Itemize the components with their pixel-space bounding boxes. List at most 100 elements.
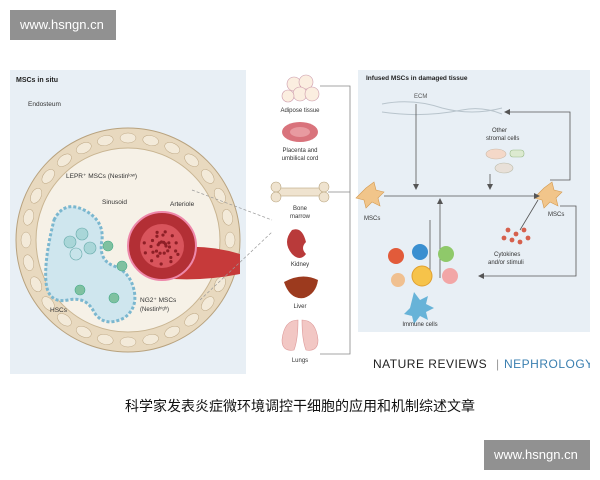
cytokines-label2: and/or stimuli bbox=[488, 260, 524, 266]
blood-cell bbox=[159, 262, 163, 266]
brand-nature: NATURE REVIEWS bbox=[373, 357, 487, 371]
caption: 科学家发表炎症微环境调控干细胞的应用和机制综述文章 bbox=[125, 399, 475, 415]
blood-cell bbox=[166, 249, 170, 253]
liver-icon bbox=[284, 276, 318, 299]
other-stromal-label: Other bbox=[492, 128, 507, 134]
blood-cell bbox=[150, 238, 155, 243]
stromal-cell-icon bbox=[509, 149, 525, 158]
bone-cell bbox=[97, 135, 114, 146]
source-label: umbilical cord bbox=[282, 156, 319, 162]
blood-cell bbox=[158, 251, 162, 255]
sinusoid-label: Sinusoid bbox=[102, 199, 127, 206]
left-panel-title: MSCs in situ bbox=[16, 77, 58, 84]
figure: MSCs in situ Endosteum Sinusoid LEPR⁺ MS… bbox=[10, 70, 590, 374]
immune-cells-label: Immune cells bbox=[402, 322, 437, 328]
arteriole-label: Arteriole bbox=[170, 201, 195, 208]
bone-icon bbox=[270, 181, 330, 203]
source-label: Kidney bbox=[291, 262, 309, 268]
blood-cell bbox=[169, 260, 173, 264]
bone-cell bbox=[20, 231, 32, 249]
stromal-cell-icon bbox=[485, 148, 507, 160]
right-panel-title: Infused MSCs in damaged tissue bbox=[366, 75, 468, 82]
cytokine-dots bbox=[501, 227, 531, 245]
mscs-right-label: MSCs bbox=[548, 212, 564, 218]
blood-cell bbox=[149, 244, 153, 249]
source-label: Bone bbox=[293, 206, 308, 212]
nestinhigh-label: (Nestinʰⁱᵍʰ) bbox=[140, 305, 169, 313]
bone-cell bbox=[57, 153, 72, 167]
source-label: Liver bbox=[293, 304, 306, 310]
watermark-bottom: www.hsngn.cn bbox=[484, 440, 590, 470]
bone-cell bbox=[201, 296, 215, 311]
msc-left-icon bbox=[355, 181, 385, 209]
other-stromal-label2: stromal cells bbox=[486, 136, 519, 142]
hscs-label: HSCs bbox=[50, 307, 68, 314]
cytokines-label: Cytokines bbox=[494, 252, 520, 258]
blood-cell bbox=[142, 241, 146, 245]
source-label: Adipose tissue bbox=[280, 108, 320, 114]
cytokine-dot bbox=[521, 227, 527, 233]
blood-cell bbox=[155, 230, 159, 234]
endosteum-label: Endosteum bbox=[28, 101, 61, 108]
bone-cell bbox=[41, 169, 55, 184]
bone-cell bbox=[23, 254, 34, 271]
bone-cell bbox=[75, 142, 92, 155]
cytokine-dot bbox=[509, 237, 515, 243]
ng2mscs-label: NG2⁺ MSCs bbox=[140, 297, 177, 304]
blood-cell bbox=[170, 234, 174, 238]
cytokine-dot bbox=[525, 235, 531, 241]
blood-cell bbox=[143, 251, 147, 255]
bone-cell bbox=[164, 325, 181, 338]
blood-cell bbox=[167, 241, 171, 245]
bone-cell bbox=[30, 276, 43, 293]
msc-right-icon bbox=[533, 181, 563, 209]
bone-cell bbox=[184, 313, 199, 327]
bone-cells bbox=[20, 132, 236, 348]
blood-cell bbox=[174, 249, 178, 253]
immune-cells bbox=[388, 244, 458, 324]
brand-journal: NEPHROLOGY bbox=[504, 357, 590, 371]
blood-cell bbox=[154, 249, 159, 253]
source-label: Lungs bbox=[292, 358, 308, 364]
blood-cell bbox=[162, 251, 166, 255]
arteriole-dots bbox=[142, 230, 180, 266]
blood-cell bbox=[169, 255, 173, 260]
bone-cell bbox=[57, 313, 72, 327]
source-label: marrow bbox=[290, 214, 311, 220]
source-label: Placenta and bbox=[282, 148, 317, 154]
bone-cell bbox=[201, 169, 215, 184]
right-panel: Infused MSCs in damaged tissue ECM Other… bbox=[355, 70, 590, 332]
bone-cell bbox=[222, 209, 233, 226]
bone-cell bbox=[23, 209, 34, 226]
blood-cell bbox=[155, 234, 159, 238]
blood-cell bbox=[167, 245, 172, 249]
ecm-label: ECM bbox=[414, 94, 427, 100]
leprmscs-label: LEPR⁺ MSCs (Nestinˡᵒʷ) bbox=[66, 173, 137, 180]
lungs-icon bbox=[281, 319, 319, 351]
bone-cell bbox=[97, 334, 114, 345]
kidney-icon bbox=[287, 229, 306, 258]
adipose-icon bbox=[281, 74, 320, 103]
bone-cell bbox=[75, 325, 92, 338]
blood-cell bbox=[174, 241, 178, 245]
bone-cell bbox=[213, 276, 226, 293]
blood-cell bbox=[176, 252, 180, 256]
bone-cell bbox=[224, 231, 236, 249]
mscs-left-label: MSCs bbox=[364, 216, 380, 222]
bone-cell bbox=[164, 142, 181, 155]
blood-cell bbox=[161, 233, 165, 237]
brand-separator: | bbox=[496, 357, 499, 371]
blood-cell bbox=[151, 250, 155, 254]
left-panel: MSCs in situ Endosteum Sinusoid LEPR⁺ MS… bbox=[10, 70, 246, 374]
tissue-sources: Adipose tissue Placenta and umbilical co… bbox=[270, 74, 330, 364]
bone-cell bbox=[41, 296, 55, 311]
cytokine-dot bbox=[517, 239, 523, 245]
hsc-cells bbox=[63, 227, 128, 304]
bone-cell bbox=[184, 153, 199, 167]
cytokine-dot bbox=[505, 227, 511, 233]
cytokine-dot bbox=[513, 231, 519, 237]
bone-cell bbox=[30, 187, 43, 204]
bone-cell bbox=[119, 336, 137, 348]
bone-cell bbox=[142, 334, 159, 345]
bone-cell bbox=[119, 132, 137, 144]
